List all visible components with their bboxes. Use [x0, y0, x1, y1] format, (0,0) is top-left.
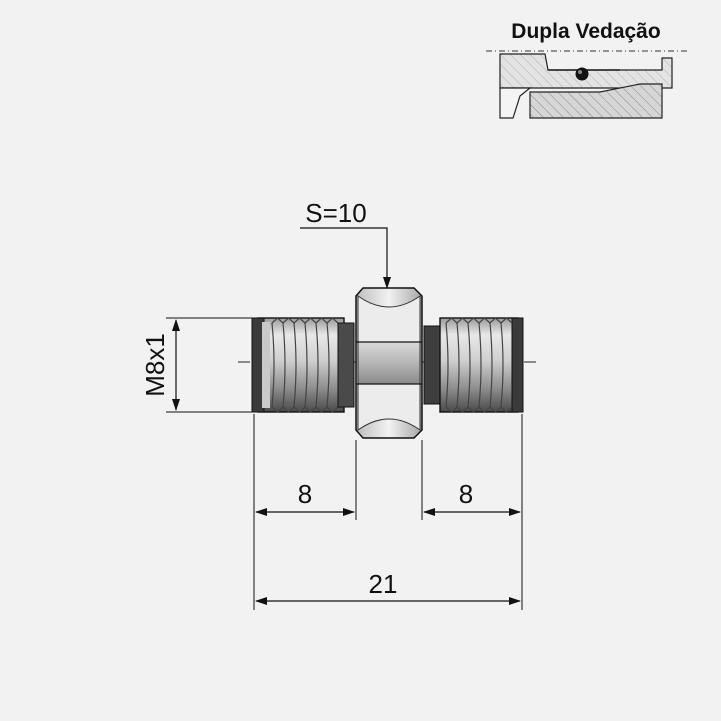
thread-tooth [478, 317, 491, 324]
thread-tooth [456, 406, 469, 413]
right-thread [423, 317, 524, 413]
thread-crest [467, 322, 471, 408]
thread-diameter-dimension: M8x1 [140, 317, 252, 413]
inset-title: Dupla Vedação [511, 20, 660, 43]
left-thread [251, 317, 355, 413]
thread-tooth [467, 317, 480, 324]
thread-tooth [271, 317, 284, 324]
hex-size-dimension: S=10 [300, 198, 391, 289]
thread-tooth [315, 406, 328, 413]
thread-crest [489, 322, 493, 408]
thread-tooth [500, 317, 513, 324]
total-length-dimension: 21 [255, 569, 521, 605]
inset-section-view [499, 53, 673, 119]
thread-tooth [304, 406, 317, 413]
thread-crest [271, 322, 275, 408]
thread-crest [315, 322, 319, 408]
total-length-label: 21 [369, 569, 398, 599]
hex-nut [355, 287, 423, 439]
thread-size-label: M8x1 [140, 333, 170, 397]
thread-tooth [282, 317, 295, 324]
thread-tooth [489, 317, 502, 324]
left-length-dimension: 8 [255, 479, 355, 516]
thread-tooth [282, 406, 295, 413]
thread-tooth [304, 317, 317, 324]
thread-tooth [500, 406, 513, 413]
thread-crest [500, 322, 504, 408]
thread-crest [326, 322, 330, 408]
o-ring-icon [575, 67, 589, 81]
thread-crest [478, 322, 482, 408]
right-length-label: 8 [459, 479, 473, 509]
seal-detail-inset: Dupla Vedação [486, 20, 690, 119]
extension-lines [253, 414, 523, 610]
thread-crest [304, 322, 308, 408]
left-length-label: 8 [298, 479, 312, 509]
thread-tooth [467, 406, 480, 413]
hex-size-label: S=10 [305, 198, 366, 228]
thread-tooth [326, 406, 339, 413]
thread-crest [282, 322, 286, 408]
thread-tooth [489, 406, 502, 413]
thread-crest [456, 322, 460, 408]
thread-tooth [445, 406, 458, 413]
right-length-dimension: 8 [423, 479, 521, 516]
thread-tooth [271, 406, 284, 413]
thread-tooth [315, 317, 328, 324]
thread-tooth [445, 317, 458, 324]
thread-crest [445, 322, 449, 408]
thread-tooth [456, 317, 469, 324]
thread-tooth [478, 406, 491, 413]
thread-crest [293, 322, 297, 408]
thread-tooth [293, 317, 306, 324]
thread-tooth [326, 317, 339, 324]
thread-tooth [293, 406, 306, 413]
fitting-body [251, 287, 524, 439]
